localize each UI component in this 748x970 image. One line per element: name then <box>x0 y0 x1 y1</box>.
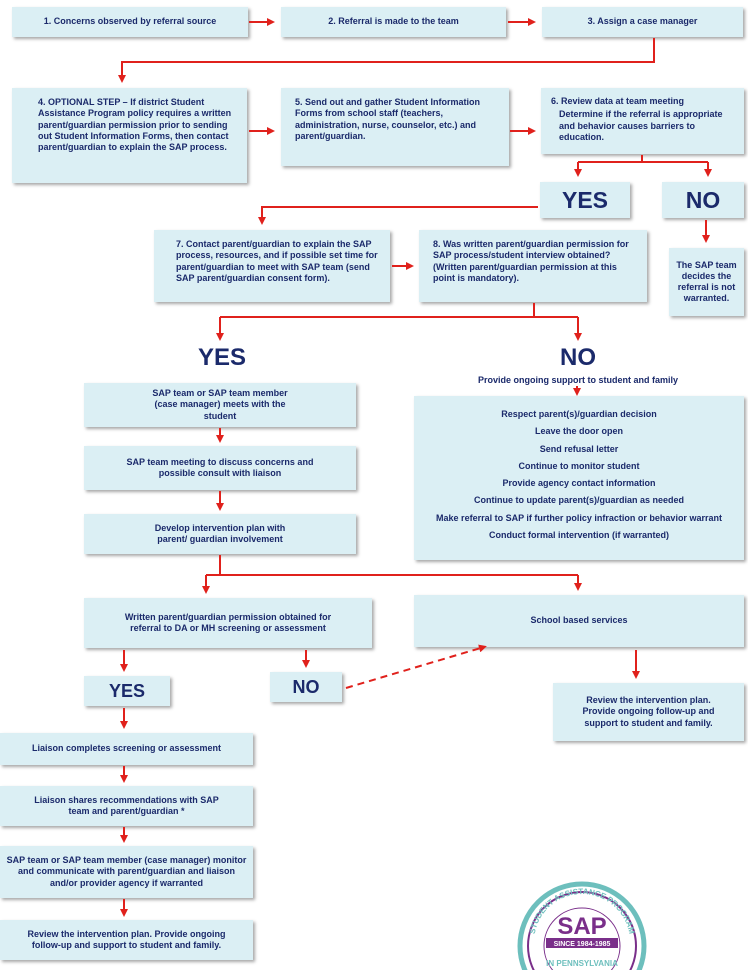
no-support-item: Respect parent(s)/guardian decision <box>501 409 657 419</box>
seal-bottom-text: IN PENNSYLVANIA <box>546 959 618 968</box>
no-decision-1: NO <box>662 182 744 218</box>
step-7-box: 7. Contact parent/guardian to explain th… <box>154 230 390 302</box>
no-decision-3: NO <box>270 672 342 702</box>
no-support-item: Leave the door open <box>534 426 623 437</box>
permission-screening-box: Written parent/guardian permission obtai… <box>84 598 372 648</box>
step-2-text: 2. Referral is made to the team <box>328 16 459 27</box>
no-support-item: Send refusal letter <box>539 443 619 454</box>
step-6-body: Determine if the referral is appropriate… <box>559 109 723 142</box>
intervention-plan-text: Develop intervention plan with parent/ g… <box>154 522 286 544</box>
yes-decision-1: YES <box>540 182 630 218</box>
step-4-box: 4. OPTIONAL STEP – If district Student A… <box>12 88 247 183</box>
review-plan-right-text: Review the intervention plan. Provide on… <box>582 695 715 728</box>
team-meeting-text: SAP team meeting to discuss concerns and… <box>126 456 314 478</box>
no-support-item: Continue to update parent(s)/guardian as… <box>473 495 685 506</box>
team-meeting-box: SAP team meeting to discuss concerns and… <box>84 446 356 490</box>
step-1-text: 1. Concerns observed by referral source <box>43 16 217 27</box>
step-4-text: 4. OPTIONAL STEP – If district Student A… <box>38 97 232 152</box>
school-services-box: School based services <box>414 595 744 647</box>
seal-since-text: SINCE 1984-1985 <box>554 941 611 948</box>
meet-student-text: SAP team or SAP team member (case manage… <box>152 388 288 421</box>
no-support-item: Conduct formal intervention (if warrante… <box>488 529 669 540</box>
intervention-plan-box: Develop intervention plan with parent/ g… <box>84 514 356 554</box>
step-7-text: 7. Contact parent/guardian to explain th… <box>176 239 378 283</box>
step-5-box: 5. Send out and gather Student Informati… <box>281 88 509 166</box>
step-8-text: 8. Was written parent/guardian permissio… <box>433 239 629 283</box>
school-services-text: School based services <box>530 615 628 626</box>
no-support-list: Respect parent(s)/guardian decision Leav… <box>436 409 722 547</box>
seal-acronym: SAP <box>557 913 606 940</box>
step-8-box: 8. Was written parent/guardian permissio… <box>419 230 647 302</box>
step-3-box: 3. Assign a case manager <box>542 7 743 37</box>
arrow-yes-7 <box>258 206 538 225</box>
liaison-recommendations-text: Liaison shares recommendations with SAP … <box>34 794 219 816</box>
step-6-box: 6. Review data at team meeting Determine… <box>541 88 744 154</box>
liaison-screening-text: Liaison completes screening or assessmen… <box>31 743 222 754</box>
yes-decision-2: YES <box>197 344 247 371</box>
yes-decision-3: YES <box>84 676 170 706</box>
no-support-box: Respect parent(s)/guardian decision Leav… <box>414 396 744 560</box>
referral-not-warranted-box: The SAP team decides the referral is not… <box>669 248 744 316</box>
step-5-text: 5. Send out and gather Student Informati… <box>295 97 481 141</box>
liaison-recommendations-box: Liaison shares recommendations with SAP … <box>0 786 253 826</box>
no-support-item: Continue to monitor student <box>518 460 640 471</box>
liaison-screening-box: Liaison completes screening or assessmen… <box>0 733 253 765</box>
step-1-box: 1. Concerns observed by referral source <box>12 7 248 37</box>
sap-seal-logo: STUDENT ASSISTANCE PROGRAM SAP SINCE 198… <box>517 881 647 970</box>
meet-student-box: SAP team or SAP team member (case manage… <box>84 383 356 427</box>
no-support-item: Provide agency contact information <box>502 478 656 488</box>
review-plan-right-box: Review the intervention plan. Provide on… <box>553 683 744 741</box>
arrow-no-school-dashed <box>345 644 487 689</box>
step-3-text: 3. Assign a case manager <box>587 16 698 27</box>
no-support-item: Make referral to SAP if further policy i… <box>436 512 722 523</box>
no-decision-2-subtext: Provide ongoing support to student and f… <box>478 375 678 385</box>
monitor-communicate-text: SAP team or SAP team member (case manage… <box>6 855 247 888</box>
permission-screening-text: Written parent/guardian permission obtai… <box>124 611 332 633</box>
no-decision-2: NO <box>560 344 596 371</box>
review-plan-left-box: Review the intervention plan. Provide on… <box>0 920 253 960</box>
step-6-title: 6. Review data at team meeting <box>551 96 685 106</box>
step-2-box: 2. Referral is made to the team <box>281 7 506 37</box>
monitor-communicate-box: SAP team or SAP team member (case manage… <box>0 846 253 898</box>
referral-not-warranted-text: The SAP team decides the referral is not… <box>676 259 737 304</box>
arrow-3-4 <box>118 38 655 83</box>
review-plan-left-text: Review the intervention plan. Provide on… <box>27 928 226 950</box>
